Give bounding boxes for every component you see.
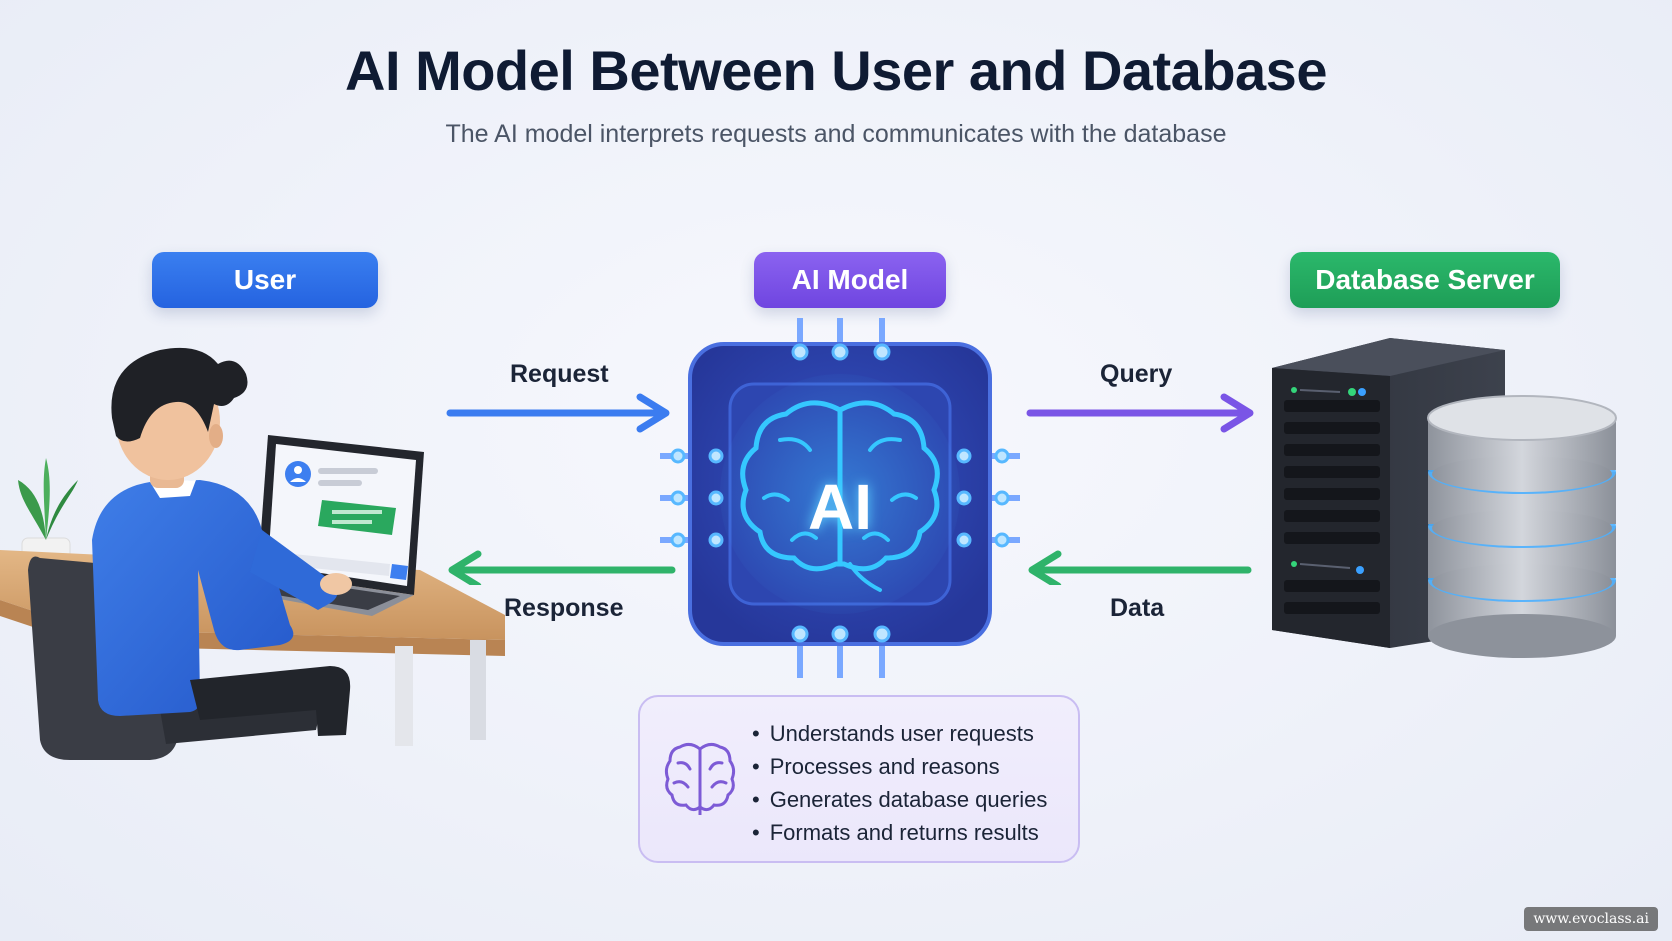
ai-chip-label: AI — [808, 471, 872, 543]
list-item: Processes and reasons — [752, 750, 1047, 783]
user-label: User — [152, 252, 378, 308]
request-label: Request — [510, 360, 609, 388]
database-server-illustration — [1272, 338, 1617, 658]
query-label: Query — [1100, 360, 1173, 388]
list-item: Generates database queries — [752, 783, 1048, 816]
watermark: www.evoclass.ai — [1524, 907, 1658, 931]
response-label: Response — [504, 594, 624, 622]
data-label: Data — [1110, 594, 1165, 622]
ai-capabilities-box: Understands user requests Processes and … — [638, 695, 1080, 863]
request-arrow — [446, 393, 670, 433]
list-item: Understands user requests — [752, 717, 1047, 750]
page-title: AI Model Between User and Database — [345, 39, 1327, 102]
ai-model-label: AI Model — [754, 252, 946, 308]
laptop-icon — [208, 435, 424, 616]
brain-icon — [740, 400, 940, 592]
query-arrow — [1026, 393, 1254, 433]
request-response-arrows — [446, 393, 676, 585]
capabilities-list: Understands user requests Processes and … — [752, 717, 1048, 849]
database-server-label: Database Server — [1290, 252, 1560, 308]
brain-outline-icon — [664, 742, 736, 815]
query-data-arrows — [1026, 393, 1254, 585]
ai-chip-illustration — [660, 318, 1020, 678]
list-item: Formats and returns results — [752, 816, 1047, 849]
database-cylinder-icon — [1427, 395, 1617, 658]
data-arrow — [1028, 550, 1252, 585]
response-arrow — [448, 550, 676, 585]
user-at-laptop-illustration — [0, 347, 505, 760]
page-subtitle: The AI model interprets requests and com… — [445, 120, 1227, 148]
